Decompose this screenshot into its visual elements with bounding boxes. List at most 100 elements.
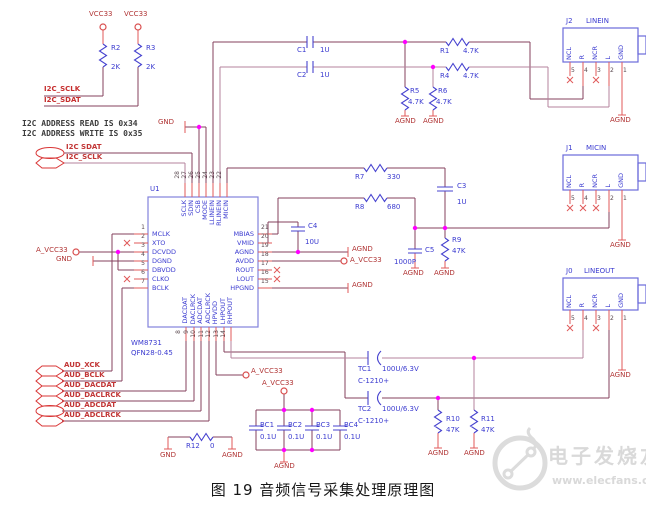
resistor-value: 2K — [111, 63, 121, 71]
net-label-agnd: AGND — [610, 116, 631, 124]
jack-pin-number: 3 — [597, 67, 601, 74]
capacitor-value: 0.1U — [344, 433, 361, 441]
capacitor-value: 100U/6.3V — [382, 365, 419, 373]
net-label-agnd: AGND — [464, 449, 485, 457]
avcc-terminal — [242, 371, 250, 379]
resistor-symbols — [98, 37, 479, 442]
jack-pin-number: 5 — [571, 315, 575, 322]
ic-pin-number: 6 — [141, 269, 145, 276]
resistor-ref: R8 — [355, 203, 365, 211]
ic-pin-name: XTO — [152, 239, 166, 247]
jack-pin-number: 2 — [610, 195, 614, 202]
port-shape-flag — [35, 365, 65, 377]
ic-body — [147, 196, 259, 328]
ic-pin-number: 20 — [261, 233, 269, 240]
capacitor-ref: C1 — [297, 46, 307, 54]
jack-pin-name: R — [578, 55, 586, 60]
ic-pin-number: 18 — [261, 251, 269, 258]
jack-pin-name: NCR — [591, 294, 599, 308]
ic-pin-name: DCVDD — [152, 248, 177, 256]
port-aud: AUD_DACLRCK — [64, 391, 121, 399]
resistor-value: 47K — [481, 426, 495, 434]
capacitor-ref: BC4 — [344, 421, 359, 429]
net-label-agnd: AGND — [395, 117, 416, 125]
avcc-terminal — [280, 387, 288, 395]
jack-pin-name: NCR — [591, 46, 599, 60]
jack-pin-name: GND — [617, 293, 625, 308]
ic-pin-name: ADCDAT — [196, 297, 204, 324]
capacitor-ref: TC1 — [358, 365, 372, 373]
jack-linein-body — [562, 27, 639, 63]
jack-pin-number: 5 — [571, 67, 575, 74]
capacitor-symbols — [249, 36, 453, 431]
net-label-avcc33: A_VCC33 — [350, 256, 382, 264]
net-label-agnd: AGND — [403, 269, 424, 277]
port-aud: AUD_DACDAT — [64, 381, 117, 389]
jack-pin-name: R — [578, 183, 586, 188]
net-label-i2c-sdat: I2C_SDAT — [44, 96, 81, 104]
net-label-agnd: AGND — [428, 449, 449, 457]
capacitor-ref: BC3 — [316, 421, 331, 429]
net-label-agnd: AGND — [352, 245, 373, 253]
jack-pin-number: 4 — [584, 315, 588, 322]
capacitor-ref: C5 — [425, 246, 435, 254]
resistor-ref: R9 — [452, 236, 462, 244]
jack-name: MICIN — [586, 144, 607, 152]
port-aud: AUD_ADCLRCK — [64, 411, 121, 419]
jack-name: LINEOUT — [584, 267, 615, 275]
ic-package: QFN28-0.45 — [131, 349, 173, 357]
capacitor-footprint: C-1210+ — [358, 417, 390, 425]
port-symbols — [35, 147, 65, 427]
i2c-note-write: I2C ADDRESS WRITE IS 0x35 — [22, 129, 143, 138]
ic-pin-name: HPGND — [230, 284, 254, 292]
capacitor-value: 100U/6.3V — [382, 405, 419, 413]
capacitor-value: 1U — [320, 71, 330, 79]
jack-pin-number: 3 — [597, 195, 601, 202]
jack-ref: J1 — [566, 144, 573, 152]
jack-pin-name: L — [604, 56, 612, 60]
ic-pin-number: 19 — [261, 242, 269, 249]
capacitor-footprint: C-1210+ — [358, 377, 390, 385]
resistor-value: 2K — [146, 63, 156, 71]
net-label-gnd: GND — [160, 451, 177, 459]
ic-pin-number: 16 — [261, 269, 269, 276]
avcc-terminal — [72, 248, 80, 256]
ic-pin-name: CLKO — [152, 275, 170, 283]
pin-stubs — [92, 30, 626, 463]
jack-pin-name: NCL — [565, 174, 573, 188]
ic-pin-number: 4 — [141, 251, 145, 258]
capacitor-value: 0.1U — [316, 433, 333, 441]
resistor-ref: R5 — [410, 87, 420, 95]
port-shape-oval — [35, 405, 65, 417]
ic-pin-name: HPVDD — [211, 300, 219, 324]
jack-pin-number: 1 — [623, 315, 627, 322]
jack-ref: J2 — [566, 17, 573, 25]
net-label-avcc33: A_VCC33 — [262, 379, 294, 387]
ic-pin-name: AGND — [234, 248, 254, 256]
ic-pin-name: AVDD — [235, 257, 255, 265]
net-label-gnd: GND — [158, 118, 175, 126]
net-label-agnd: AGND — [222, 451, 243, 459]
capacitor-value: 1U — [457, 198, 467, 206]
ic-pin-number: 12 — [205, 330, 212, 338]
ic-pin-number: 10 — [190, 330, 197, 338]
page-title: 图 19 音频信号采集处理原理图 — [210, 481, 436, 499]
jack-pin-number: 4 — [584, 195, 588, 202]
resistor-ref: R1 — [440, 47, 450, 55]
port-aud: AUD_BCLK — [64, 371, 105, 379]
net-label-vcc33: VCC33 — [124, 10, 148, 18]
net-label-agnd: AGND — [610, 241, 631, 249]
jack-pin-name: L — [604, 304, 612, 308]
net-label-agnd: AGND — [610, 371, 631, 379]
jack-micin-body — [562, 154, 639, 191]
ic-pin-number: 5 — [141, 260, 145, 267]
ic-pin-name: VMID — [237, 239, 254, 247]
ic-pin-name: MCLK — [152, 230, 171, 238]
jack-pin-name: NCR — [591, 174, 599, 188]
resistor-ref: R12 — [186, 442, 200, 450]
ic-pin-number: 2 — [141, 233, 145, 240]
jack-pin-number: 1 — [623, 67, 627, 74]
resistor-ref: R6 — [438, 87, 448, 95]
net-label-agnd: AGND — [434, 269, 455, 277]
